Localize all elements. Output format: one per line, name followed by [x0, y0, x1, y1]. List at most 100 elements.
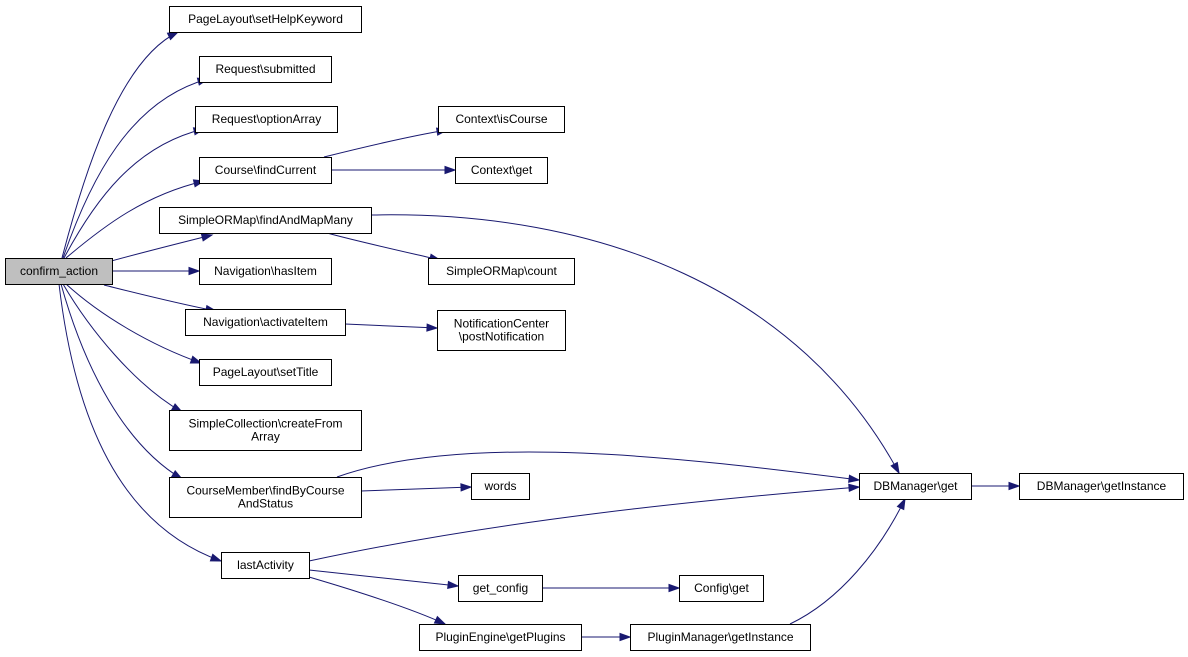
edge-line: [62, 283, 183, 413]
node-box: [195, 106, 338, 133]
edge-activateItem-to-postNotification: [344, 323, 439, 332]
edge-line: [344, 323, 438, 329]
edge-line: [323, 129, 448, 158]
edge-line: [62, 78, 209, 259]
node-box: [458, 575, 543, 602]
node-postNotification[interactable]: NotificationCenter\postNotification: [437, 310, 566, 351]
edge-line: [61, 31, 179, 259]
node-box: [199, 258, 332, 285]
node-label: Config\get: [694, 581, 749, 595]
node-layer: confirm_action PageLayout\setHelpKeywordR…: [5, 6, 1184, 651]
node-label: PageLayout\setHelpKeyword: [188, 12, 343, 26]
arrowhead-icon: [896, 497, 906, 511]
node-words[interactable]: words: [471, 473, 530, 500]
edge-lastActivity-to-get_config: [308, 569, 460, 590]
edge-line: [58, 283, 222, 562]
edge-confirm_action-to-optionArray: [63, 127, 206, 259]
edge-line: [326, 232, 441, 261]
node-label: words: [483, 479, 516, 493]
node-label: AndStatus: [238, 497, 293, 511]
edge-findAndMapMany-to-dbget: [370, 214, 900, 475]
node-label: confirm_action: [20, 264, 98, 278]
node-getPlugins[interactable]: PluginEngine\getPlugins: [419, 624, 582, 651]
node-box: [428, 258, 575, 285]
edge-findCurrent-to-isCourse: [323, 127, 449, 158]
node-box: [679, 575, 764, 602]
edge-findByCourse-to-words: [360, 483, 473, 492]
edge-getPlugins-to-pmInstance: [581, 632, 632, 642]
node-label: SimpleCollection\createFrom: [188, 417, 342, 431]
node-get_config[interactable]: get_config: [458, 575, 543, 602]
node-box: [5, 258, 113, 285]
node-box: [185, 309, 346, 336]
node-dbget[interactable]: DBManager\get: [859, 473, 972, 500]
edge-line: [103, 284, 217, 312]
node-box: [199, 157, 332, 184]
edge-line: [360, 486, 472, 492]
node-box: [169, 6, 362, 33]
node-findCurrent[interactable]: Course\findCurrent: [199, 157, 332, 184]
node-label: PluginEngine\getPlugins: [435, 630, 565, 644]
node-configget[interactable]: Config\get: [679, 575, 764, 602]
arrowhead-icon: [848, 474, 861, 483]
node-box: [437, 310, 566, 351]
node-hasItem[interactable]: Navigation\hasItem: [199, 258, 332, 285]
node-label: Request\optionArray: [212, 112, 321, 126]
node-box: [471, 473, 530, 500]
arrowhead-icon: [433, 615, 447, 625]
node-label: Request\submitted: [215, 62, 315, 76]
edge-dbget-to-dbinstance: [971, 481, 1021, 491]
edge-line: [60, 283, 183, 480]
edge-findCurrent-to-ctxget: [331, 165, 457, 175]
edge-line: [308, 486, 860, 562]
node-findAndMapMany[interactable]: SimpleORMap\findAndMapMany: [159, 207, 372, 234]
edge-confirm_action-to-hasItem: [108, 266, 201, 276]
node-label: Navigation\activateItem: [203, 315, 328, 329]
node-label: Context\get: [471, 163, 533, 177]
edge-line: [789, 498, 906, 625]
node-setHelpKeyword[interactable]: PageLayout\setHelpKeyword: [169, 6, 362, 33]
node-label: PageLayout\setTitle: [213, 365, 319, 379]
node-label: lastActivity: [237, 558, 294, 572]
node-label: PluginManager\getInstance: [647, 630, 793, 644]
node-box: [169, 410, 362, 451]
node-isCourse[interactable]: Context\isCourse: [438, 106, 565, 133]
arrowhead-icon: [188, 266, 201, 276]
arrowhead-icon: [426, 323, 439, 332]
node-box: [199, 56, 332, 83]
edge-confirm_action-to-findByCourse: [60, 283, 184, 480]
arrowhead-icon: [166, 31, 180, 41]
node-ctxget[interactable]: Context\get: [455, 157, 548, 184]
edge-confirm_action-to-activateItem: [103, 284, 218, 314]
edge-line: [370, 214, 900, 474]
node-dbinstance[interactable]: DBManager\getInstance: [1019, 473, 1184, 500]
node-pmInstance[interactable]: PluginManager\getInstance: [630, 624, 811, 651]
arrowhead-icon: [209, 553, 223, 562]
arrowhead-icon: [460, 483, 473, 492]
node-confirm_action[interactable]: confirm_action: [5, 258, 113, 285]
edge-pmInstance-to-dbget: [789, 497, 906, 625]
edge-confirm_action-to-lastActivity: [58, 283, 223, 562]
arrowhead-icon: [200, 233, 214, 242]
node-box: [199, 359, 332, 386]
node-count[interactable]: SimpleORMap\count: [428, 258, 575, 285]
node-optionArray[interactable]: Request\optionArray: [195, 106, 338, 133]
node-label: SimpleORMap\count: [446, 264, 557, 278]
node-box: [169, 477, 362, 518]
node-box: [419, 624, 582, 651]
node-lastActivity[interactable]: lastActivity: [221, 552, 310, 579]
edge-line: [308, 569, 459, 587]
node-submitted[interactable]: Request\submitted: [199, 56, 332, 83]
edge-line: [308, 576, 446, 625]
node-setTitle[interactable]: PageLayout\setTitle: [199, 359, 332, 386]
node-label: DBManager\getInstance: [1037, 479, 1167, 493]
node-label: Navigation\hasItem: [214, 264, 317, 278]
arrowhead-icon: [1008, 481, 1021, 491]
arrowhead-icon: [619, 632, 632, 642]
edge-line: [336, 451, 860, 481]
node-activateItem[interactable]: Navigation\activateItem: [185, 309, 346, 336]
node-box: [159, 207, 372, 234]
